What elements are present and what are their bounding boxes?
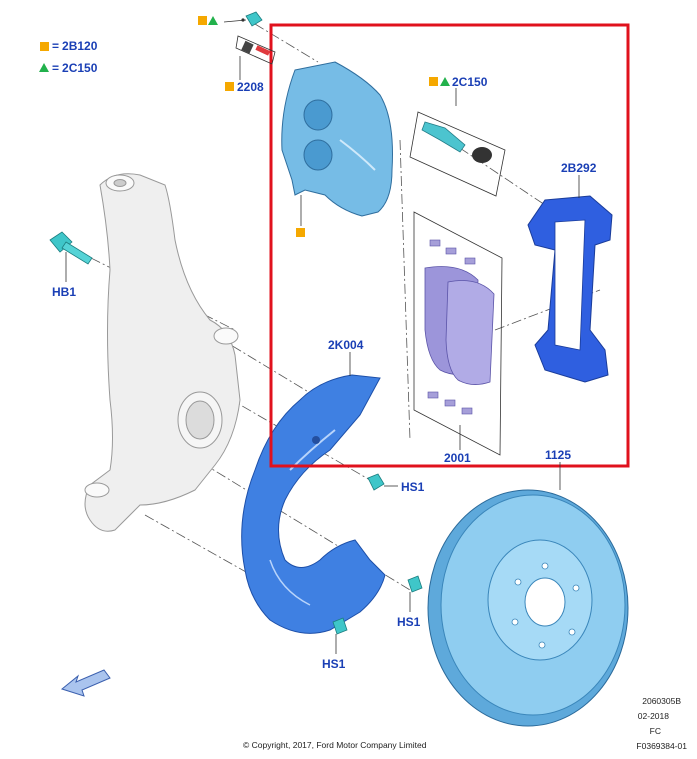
label-bracket: 2B292: [561, 161, 597, 175]
triangle-marker-icon: [39, 63, 49, 72]
legend-equals: =: [52, 39, 60, 53]
brake-pad-kit: [413, 211, 503, 456]
caliper-bolt-icon: [223, 11, 263, 27]
guide-pin-kit-icon: [409, 88, 506, 197]
caliper-group-frame: [269, 23, 630, 468]
bolt-triangle-marker-icon: [208, 16, 218, 25]
knuckle-bolt-icon: [49, 231, 93, 282]
caliper-bracket: [527, 175, 613, 383]
legend-square-code: 2B120: [62, 39, 98, 53]
brake-caliper: [281, 61, 393, 226]
bolt-square-marker-icon: [198, 16, 207, 25]
legend-equals: =: [52, 61, 60, 75]
copyright-text: © Copyright, 2017, Ford Motor Company Li…: [243, 740, 427, 750]
label-guide-pin-kit: 2C150: [452, 75, 488, 89]
caliper-square-marker-icon: [296, 228, 305, 237]
label-pad-kit: 2001: [444, 451, 471, 465]
drawing-code-2: F0369384-01: [636, 741, 687, 751]
screw-upper-icon: [367, 473, 398, 491]
label-screw-right: HS1: [397, 615, 421, 629]
label-bleeder: 2208: [237, 80, 264, 94]
pin-square-marker-icon: [429, 77, 438, 86]
square-marker-icon: [40, 42, 49, 51]
screw-right-icon: [407, 575, 423, 612]
bleeder-square-marker-icon: [225, 82, 234, 91]
splash-shield: [241, 374, 386, 634]
brake-rotor: [427, 489, 629, 727]
label-knuckle-bolt: HB1: [52, 285, 77, 299]
label-rotor: 1125: [545, 448, 572, 462]
steering-knuckle: [84, 173, 241, 532]
view-direction-arrow-icon: [60, 669, 111, 697]
legend-square-row: =2B120: [40, 39, 97, 53]
drawing-code-1: 2060305B: [642, 696, 681, 706]
legend-triangle-row: =2C150: [39, 61, 97, 75]
label-splash-shield: 2K004: [328, 338, 364, 352]
pin-triangle-marker-icon: [440, 77, 450, 86]
legend-triangle-code: 2C150: [62, 61, 98, 75]
screw-lower-icon: [332, 617, 348, 654]
drawing-region: FC: [649, 726, 661, 736]
label-screw-upper: HS1: [401, 480, 425, 494]
label-screw-lower: HS1: [322, 657, 346, 671]
drawing-date: 02-2018: [637, 711, 669, 721]
bleeder-screw-icon: [235, 35, 276, 80]
